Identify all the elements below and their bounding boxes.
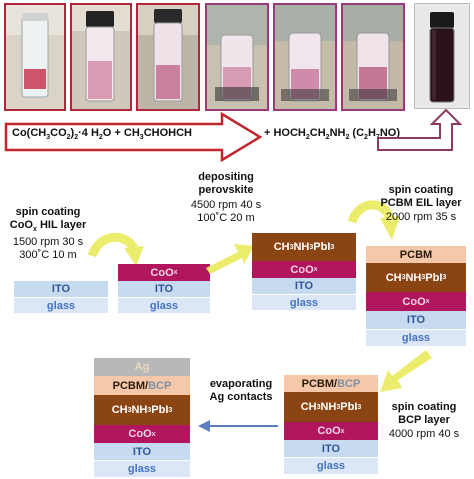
photo-vial-1 (4, 3, 66, 111)
stack2-ito: ITO (118, 281, 210, 298)
step4-params: 4000 rpm 40 s (388, 428, 460, 440)
stack1-ito: ITO (14, 281, 108, 298)
stack5-glass: glass (284, 458, 378, 474)
yellow-arrow-3 (347, 200, 400, 240)
photo-vial-5 (273, 3, 337, 111)
step1-title: spin coating CoOx HIL layer (9, 206, 87, 233)
yellow-arrow-1 (88, 232, 144, 266)
step3-params: 2000 rpm 35 s (385, 211, 457, 223)
yellow-arrow-2 (206, 244, 254, 274)
purple-arrow (377, 108, 463, 151)
stack3-glass: glass (252, 295, 356, 310)
step2-params: 4500 rpm 40 s 100˚C 20 m (190, 199, 262, 224)
photo-vial-3 (136, 3, 200, 111)
reaction-additive: + HOCH2CH2NH2 (C2H7NO) (264, 127, 400, 142)
photo-final-solution (414, 3, 470, 109)
stack4-pcbm: PCBM (366, 246, 466, 263)
stack2-glass: glass (118, 298, 210, 313)
reaction-reactants: Co(CH3CO2)2·4 H2O + CH3CHOHCH (12, 127, 192, 142)
step1-params: 1500 rpm 30 s 300˚C 10 m (12, 236, 84, 261)
yellow-arrow-4 (380, 350, 432, 392)
stack6-pcbm-bcp: PCBM/BCP (94, 376, 190, 395)
step3-title: spin coating PCBM EIL layer (380, 184, 462, 209)
photo-vial-2 (70, 3, 132, 111)
blue-arrow (198, 420, 278, 432)
stack6-ito: ITO (94, 443, 190, 461)
reaction-arrow (4, 112, 263, 162)
stack5-pcbm-bcp: PCBM/BCP (284, 375, 378, 392)
step4-title: spin coating BCP layer (391, 401, 457, 426)
photo-vial-4 (205, 3, 269, 111)
stack4-ito: ITO (366, 311, 466, 330)
stack6-glass: glass (94, 461, 190, 477)
photo-vial-6 (341, 3, 405, 111)
stack5-ito: ITO (284, 440, 378, 458)
step2-title: depositing perovskite (198, 171, 254, 196)
stack3-ito: ITO (252, 278, 356, 295)
stack6-ag: Ag (94, 358, 190, 376)
stack4-glass: glass (366, 330, 466, 346)
step5-title: evaporating Ag contacts (209, 378, 273, 403)
stack1-glass: glass (14, 298, 108, 313)
